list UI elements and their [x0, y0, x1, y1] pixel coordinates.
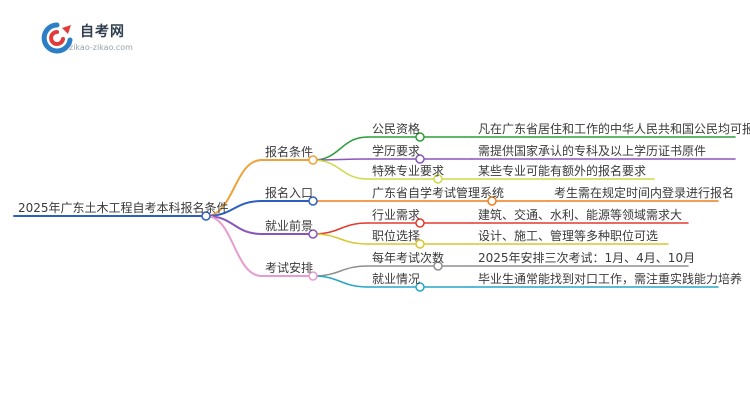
node-exams-per-year: 每年考试次数 — [372, 251, 445, 265]
node-education: 学历要求 — [372, 144, 421, 158]
edge-branch-3-child-1 — [312, 275, 369, 288]
edge-root-branch-3 — [205, 215, 263, 277]
node-industry-demand: 行业需求 — [372, 208, 421, 222]
node-job-choice: 职位选择 — [372, 229, 421, 243]
branch-2-node — [308, 229, 318, 239]
child-0-1-node — [415, 154, 425, 164]
edge-branch-2-child-1 — [312, 233, 369, 245]
child-2-1-node — [415, 239, 425, 249]
detail-special-major: 某些专业可能有额外的报名要求 — [478, 164, 647, 178]
node-exam-system: 广东省自学考试管理系统 — [372, 186, 505, 200]
node-citizenship: 公民资格 — [372, 122, 421, 136]
root-topic: 2025年广东土木工程自考本科报名条件 — [18, 201, 229, 215]
child-1-0-node — [487, 196, 497, 206]
child-3-0-node — [433, 261, 443, 271]
edge-branch-2-child-0 — [312, 222, 369, 235]
child-0-2-node — [433, 174, 443, 184]
mindmap-nodes — [201, 132, 497, 292]
edge-branch-0-child-2 — [312, 159, 369, 180]
detail-education: 需提供国家承认的专科及以上学历证书原件 — [478, 144, 707, 158]
root-node — [201, 211, 211, 221]
brand-url: zikao-zikao.com — [69, 43, 133, 52]
logo-mark-icon — [41, 22, 73, 54]
mindmap-edges — [13, 136, 736, 288]
detail-citizenship: 凡在广东省居住和工作的中华人民共和国公民均可报名 — [478, 122, 750, 136]
branch-1-node — [308, 196, 318, 206]
edge-branch-0-child-0 — [312, 136, 369, 161]
edge-root-branch-0 — [205, 159, 263, 217]
brand-name: 自考网 — [80, 24, 125, 40]
branch-0-node — [308, 155, 318, 165]
child-0-0-node — [415, 132, 425, 142]
child-2-0-node — [415, 218, 425, 228]
branch-registration-portal: 报名入口 — [265, 186, 314, 200]
branch-career-prospects: 就业前景 — [265, 219, 314, 233]
branch-registration-conditions: 报名条件 — [265, 145, 314, 159]
detail-exam-system: 考生需在规定时间内登录进行报名 — [554, 186, 735, 200]
detail-job-choice: 设计、施工、管理等多种职位可选 — [478, 229, 659, 243]
node-special-major: 特殊专业要求 — [372, 164, 445, 178]
detail-exams-per-year: 2025年安排三次考试：1月、4月、10月 — [478, 251, 696, 265]
detail-employment: 毕业生通常能找到对口工作，需注重实践能力培养 — [478, 272, 743, 286]
branch-3-node — [308, 271, 318, 281]
node-employment: 就业情况 — [372, 272, 421, 286]
edge-branch-3-child-0 — [312, 265, 369, 277]
child-3-1-node — [415, 282, 425, 292]
detail-industry-demand: 建筑、交通、水利、能源等领域需求大 — [478, 208, 683, 222]
branch-exam-schedule: 考试安排 — [265, 261, 314, 275]
